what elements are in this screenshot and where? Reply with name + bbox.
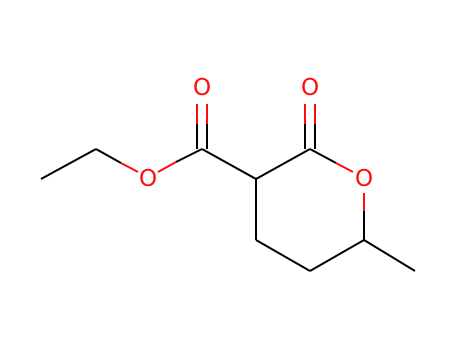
bond-o-carbonylc-red [157,161,177,173]
bond-c6-c5 [309,239,365,272]
bond-carbonylc-c3 [201,148,257,180]
bond-c2-ringo-red [335,162,354,173]
bond-ch3-ch2 [40,148,97,180]
bond-c5-c4 [255,239,311,272]
methyl-group [363,239,416,272]
bond-ch2-o-black [95,148,122,164]
ester-carbonyl-oxygen-label: O [193,75,211,101]
bond-c2-ringo-black [309,148,337,164]
bond-ch2-o-red [120,162,139,173]
bond-c3-c2 [255,148,311,180]
lactone-carbonyl-oxygen-label: O [301,75,319,101]
ring-oxygen-label: O [355,166,373,192]
ethyl-group [40,148,139,180]
bond-o-carbonylc-black [175,148,203,163]
ester-ether-oxygen-label: O [139,166,157,192]
lactone-ring: O O [255,75,373,272]
ester-group: O O [139,75,257,192]
bond-c6-ch3 [363,239,416,272]
